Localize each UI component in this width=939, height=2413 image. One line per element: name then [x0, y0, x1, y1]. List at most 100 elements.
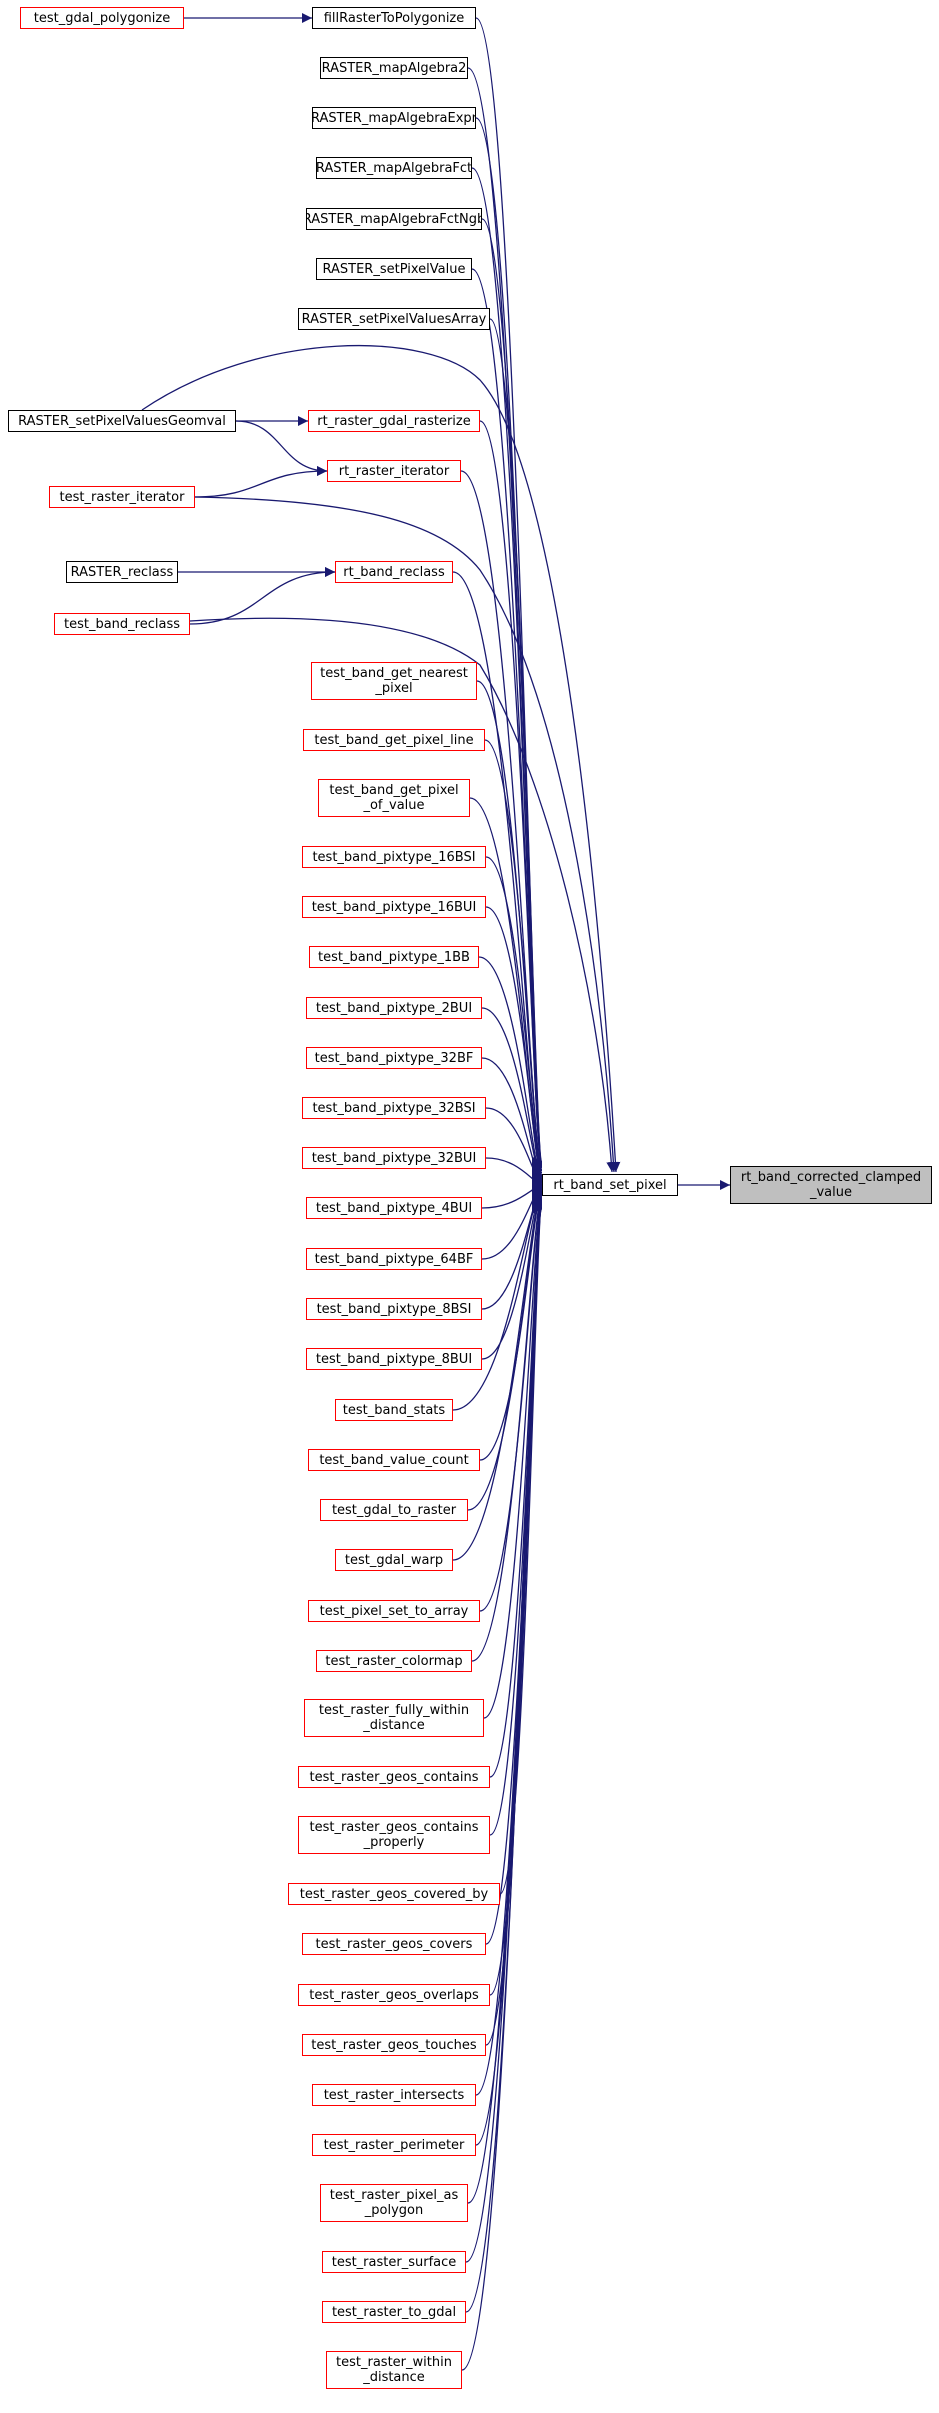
node-test_band_get_nearest_pixel[interactable]: test_band_get_nearest_pixel — [311, 662, 477, 700]
node-label-line: test_raster_geos_overlaps — [309, 1987, 479, 2003]
node-label-line: _properly — [363, 1835, 425, 1850]
node-test_gdal_warp[interactable]: test_gdal_warp — [335, 1549, 453, 1571]
node-label-line: _distance — [363, 2370, 425, 2385]
node-RASTER_setPixelValuesGeomval[interactable]: RASTER_setPixelValuesGeomval — [8, 410, 236, 432]
node-label-line: test_raster_colormap — [325, 1653, 463, 1669]
edge-RASTER_setPixelValuesArray-to-rt_band_set_pixel — [489, 318, 543, 1172]
node-label-line: RASTER_mapAlgebra2 — [321, 60, 467, 76]
node-test_raster_within_distance[interactable]: test_raster_within_distance — [326, 2351, 462, 2389]
node-test_band_value_count[interactable]: test_band_value_count — [308, 1449, 480, 1471]
node-test_pixel_set_to_array[interactable]: test_pixel_set_to_array — [308, 1600, 480, 1622]
edge-rt_raster_gdal_rasterize-to-rt_band_set_pixel — [479, 420, 543, 1174]
edge-test_band_pixtype_2BUI-to-rt_band_set_pixel — [481, 1007, 543, 1187]
node-test_raster_geos_overlaps[interactable]: test_raster_geos_overlaps — [298, 1984, 490, 2006]
node-test_raster_geos_covers[interactable]: test_raster_geos_covers — [302, 1933, 486, 1955]
node-label-line: rt_raster_iterator — [338, 463, 450, 479]
node-RASTER_setPixelValue[interactable]: RASTER_setPixelValue — [316, 258, 472, 280]
node-test_band_pixtype_32BUI[interactable]: test_band_pixtype_32BUI — [302, 1147, 486, 1169]
node-test_band_pixtype_64BF[interactable]: test_band_pixtype_64BF — [306, 1248, 482, 1270]
node-label-line: test_band_pixtype_32BF — [314, 1050, 474, 1066]
node-label-line: test_band_pixtype_8BUI — [315, 1351, 473, 1367]
node-label-line: test_band_value_count — [319, 1452, 469, 1468]
node-test_raster_geos_contains[interactable]: test_raster_geos_contains — [298, 1766, 490, 1788]
node-RASTER_mapAlgebraFct[interactable]: RASTER_mapAlgebraFct — [316, 157, 472, 179]
node-test_raster_to_gdal[interactable]: test_raster_to_gdal — [322, 2301, 466, 2323]
node-label-line: rt_band_corrected_clamped — [740, 1170, 922, 1185]
node-test_raster_intersects[interactable]: test_raster_intersects — [312, 2084, 476, 2106]
node-label-line: test_raster_geos_covers — [315, 1936, 473, 1952]
node-test_gdal_to_raster[interactable]: test_gdal_to_raster — [320, 1499, 468, 1521]
node-label-line: test_raster_geos_contains — [309, 1820, 479, 1835]
node-label-line: RASTER_mapAlgebraFct — [316, 160, 472, 176]
node-label-line: rt_band_set_pixel — [553, 1177, 667, 1193]
node-test_band_pixtype_1BB[interactable]: test_band_pixtype_1BB — [309, 946, 479, 968]
node-label-line: test_band_pixtype_16BSI — [312, 849, 476, 865]
node-test_band_pixtype_16BUI[interactable]: test_band_pixtype_16BUI — [302, 896, 486, 918]
node-RASTER_reclass[interactable]: RASTER_reclass — [66, 561, 178, 583]
node-label-line: test_band_get_pixel_line — [314, 732, 474, 748]
node-label-line: RASTER_mapAlgebraFctNgb — [306, 211, 482, 227]
node-test_raster_fully_within_distance[interactable]: test_raster_fully_within_distance — [304, 1699, 484, 1737]
edge-test_raster_colormap-to-rt_band_set_pixel — [471, 1189, 543, 1662]
edge-test_band_reclass-to-rt_band_reclass — [189, 567, 336, 625]
node-label-line: rt_band_reclass — [343, 564, 445, 580]
node-test_raster_geos_contains_properly[interactable]: test_raster_geos_contains_properly — [298, 1816, 490, 1854]
node-test_band_reclass[interactable]: test_band_reclass — [54, 613, 190, 635]
node-label-line: test_band_pixtype_64BF — [314, 1251, 474, 1267]
edge-test_raster_within_distance-to-rt_band_set_pixel — [461, 1204, 543, 2371]
node-label-line: test_band_pixtype_4BUI — [315, 1200, 473, 1216]
node-test_band_pixtype_32BSI[interactable]: test_band_pixtype_32BSI — [302, 1097, 486, 1119]
node-label-line: RASTER_setPixelValue — [322, 261, 466, 277]
node-test_raster_surface[interactable]: test_raster_surface — [322, 2251, 466, 2273]
node-test_band_pixtype_4BUI[interactable]: test_band_pixtype_4BUI — [306, 1197, 482, 1219]
node-RASTER_mapAlgebraExpr[interactable]: RASTER_mapAlgebraExpr — [312, 107, 476, 129]
edge-test_band_pixtype_32BF-to-rt_band_set_pixel — [481, 1057, 543, 1188]
node-test_band_get_pixel_line[interactable]: test_band_get_pixel_line — [303, 729, 485, 751]
edge-test_band_reclass-to-rt_band_set_pixel — [189, 617, 617, 1173]
node-test_raster_pixel_as_polygon[interactable]: test_raster_pixel_as_polygon — [320, 2184, 468, 2222]
node-rt_band_set_pixel[interactable]: rt_band_set_pixel — [542, 1174, 678, 1196]
node-test_band_pixtype_8BSI[interactable]: test_band_pixtype_8BSI — [306, 1298, 482, 1320]
node-label-line: test_band_pixtype_16BUI — [311, 899, 477, 915]
node-label-line: test_gdal_warp — [344, 1552, 444, 1568]
node-label-line: test_raster_pixel_as — [329, 2188, 459, 2203]
node-test_raster_colormap[interactable]: test_raster_colormap — [316, 1650, 472, 1672]
node-test_raster_iterator[interactable]: test_raster_iterator — [49, 486, 195, 508]
node-test_raster_geos_touches[interactable]: test_raster_geos_touches — [302, 2034, 486, 2056]
node-RASTER_setPixelValuesArray[interactable]: RASTER_setPixelValuesArray — [298, 308, 490, 330]
node-test_band_get_pixel_of_value[interactable]: test_band_get_pixel_of_value — [318, 779, 470, 817]
node-label-line: test_raster_intersects — [323, 2087, 465, 2103]
edge-test_band_pixtype_16BUI-to-rt_band_set_pixel — [485, 906, 543, 1185]
node-label-line: RASTER_setPixelValuesArray — [301, 311, 487, 327]
node-test_raster_perimeter[interactable]: test_raster_perimeter — [312, 2134, 476, 2156]
node-label-line: test_raster_perimeter — [323, 2137, 465, 2153]
edge-RASTER_setPixelValuesGeomval-to-rt_band_set_pixel — [141, 344, 621, 1173]
node-test_raster_geos_covered_by[interactable]: test_raster_geos_covered_by — [288, 1883, 500, 1905]
node-label-line: test_raster_geos_contains — [309, 1769, 479, 1785]
node-test_band_pixtype_32BF[interactable]: test_band_pixtype_32BF — [306, 1047, 482, 1069]
node-label-line: test_raster_within — [336, 2355, 452, 2370]
edge-test_raster_iterator-to-rt_band_set_pixel — [194, 496, 619, 1173]
node-test_band_pixtype_16BSI[interactable]: test_band_pixtype_16BSI — [302, 846, 486, 868]
edge-test_band_pixtype_4BUI-to-rt_band_set_pixel — [481, 1180, 543, 1209]
node-rt_raster_gdal_rasterize[interactable]: rt_raster_gdal_rasterize — [308, 410, 480, 432]
node-test_gdal_polygonize[interactable]: test_gdal_polygonize — [20, 7, 184, 29]
edge-test_raster_iterator-to-rt_raster_iterator — [194, 466, 328, 498]
node-test_band_pixtype_2BUI[interactable]: test_band_pixtype_2BUI — [306, 997, 482, 1019]
node-rt_band_reclass[interactable]: rt_band_reclass — [335, 561, 453, 583]
edge-RASTER_setPixelValuesGeomval-to-rt_raster_iterator — [235, 420, 328, 476]
node-label-line: RASTER_reclass — [70, 564, 174, 580]
node-label-line: test_raster_geos_covered_by — [299, 1886, 489, 1902]
node-test_band_stats[interactable]: test_band_stats — [335, 1399, 453, 1421]
node-fillRasterToPolygonize[interactable]: fillRasterToPolygonize — [312, 7, 476, 29]
node-label-line: test_band_pixtype_8BSI — [316, 1301, 472, 1317]
node-label-line: test_gdal_to_raster — [331, 1502, 457, 1518]
node-label-line: test_gdal_polygonize — [33, 10, 171, 26]
node-test_band_pixtype_8BUI[interactable]: test_band_pixtype_8BUI — [306, 1348, 482, 1370]
node-RASTER_mapAlgebraFctNgb[interactable]: RASTER_mapAlgebraFctNgb — [306, 208, 482, 230]
node-label-line: test_band_stats — [342, 1402, 446, 1418]
node-rt_raster_iterator[interactable]: rt_raster_iterator — [327, 460, 461, 482]
node-RASTER_mapAlgebra2[interactable]: RASTER_mapAlgebra2 — [320, 57, 468, 79]
edge-test_raster_fully_within_distance-to-rt_band_set_pixel — [483, 1191, 543, 1719]
